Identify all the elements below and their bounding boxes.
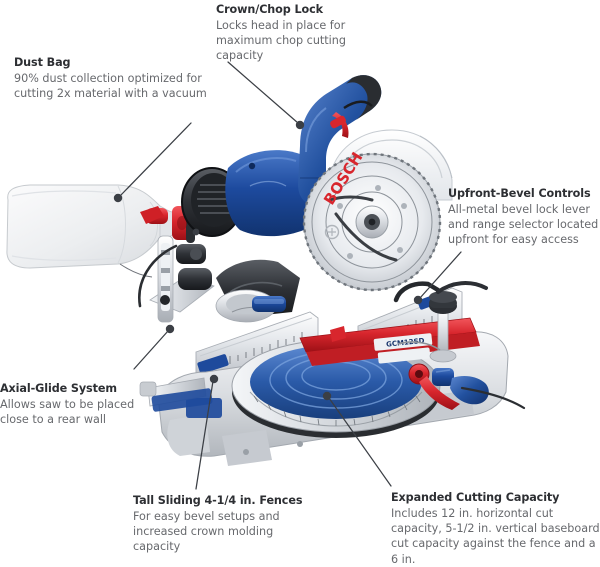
callout-upfront-bevel-controls: Upfront-Bevel Controls All-metal bevel l… bbox=[448, 186, 600, 248]
power-cable bbox=[138, 244, 178, 308]
callout-title-tall-sliding-fences: Tall Sliding 4-1/4 in. Fences bbox=[133, 494, 303, 507]
callout-axial-glide-system: Axial-Glide System Allows saw to be plac… bbox=[0, 381, 150, 427]
callout-expanded-cutting-capacity: Expanded Cutting Capacity Includes 12 in… bbox=[391, 490, 600, 567]
callout-body-crown-chop-lock: Locks head in place for maximum chop cut… bbox=[216, 19, 346, 63]
callout-title-crown-chop-lock: Crown/Chop Lock bbox=[216, 3, 323, 16]
saw-blade bbox=[302, 152, 442, 292]
saw-handle bbox=[298, 75, 382, 205]
callout-title-expanded-cutting-capacity: Expanded Cutting Capacity bbox=[391, 491, 560, 504]
bevel-pivot-column bbox=[215, 259, 300, 323]
callout-body-dust-bag: 90% dust collection optimized for cuttin… bbox=[14, 72, 207, 101]
callout-crown-chop-lock: Crown/Chop Lock Locks head in place for … bbox=[216, 2, 386, 64]
callout-body-upfront-bevel-controls: All-metal bevel lock lever and range sel… bbox=[448, 203, 599, 247]
callout-dust-bag: Dust Bag 90% dust collection optimized f… bbox=[14, 55, 214, 101]
callout-title-upfront-bevel-controls: Upfront-Bevel Controls bbox=[448, 187, 591, 200]
miter-lock-bar: GCM12SD bbox=[299, 317, 480, 366]
callout-title-dust-bag: Dust Bag bbox=[14, 56, 71, 69]
callout-tall-sliding-fences: Tall Sliding 4-1/4 in. Fences For easy b… bbox=[133, 493, 318, 555]
guard-linkage bbox=[328, 195, 398, 262]
blade-teeth bbox=[302, 152, 442, 292]
axial-glide-rails bbox=[140, 206, 215, 323]
callout-body-expanded-cutting-capacity: Includes 12 in. horizontal cut capacity,… bbox=[391, 507, 600, 566]
callout-title-axial-glide-system: Axial-Glide System bbox=[0, 382, 117, 395]
callout-body-axial-glide-system: Allows saw to be placed close to a rear … bbox=[0, 398, 135, 427]
callout-body-tall-sliding-fences: For easy bevel setups and increased crow… bbox=[133, 510, 280, 554]
power-cable-right bbox=[460, 386, 526, 410]
